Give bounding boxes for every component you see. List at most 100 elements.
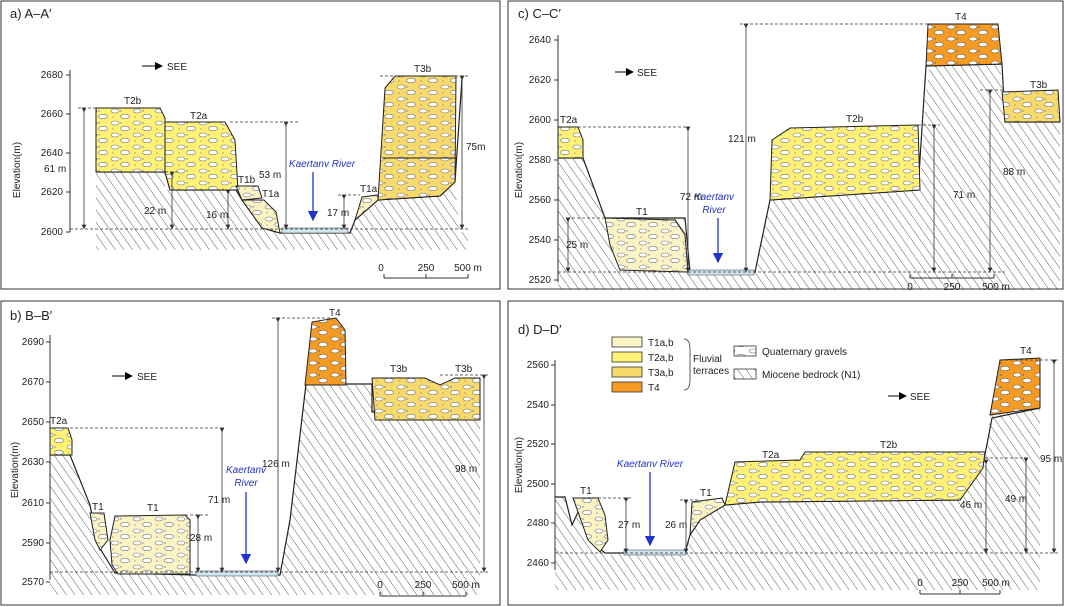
tick-2660: 2660 (41, 109, 64, 120)
river-label-line2: River (234, 478, 258, 489)
dim-26m: 26 m (665, 520, 687, 531)
scale-bar: 0 250 500 m (377, 580, 480, 597)
dim-17m: 17 m (327, 208, 349, 219)
tick-2600: 2600 (41, 227, 64, 238)
reference-lines (555, 359, 1060, 554)
terrace-t2a (164, 121, 239, 191)
tick-2570: 2570 (22, 577, 45, 588)
dim-25m: 25 m (566, 240, 588, 251)
tick-2500: 2500 (527, 479, 550, 490)
dim-46m: 46 m (960, 500, 982, 511)
scale-250: 250 (944, 282, 961, 293)
tick-2620: 2620 (529, 75, 552, 86)
dimension-lines (195, 317, 487, 573)
label-t4: T4 (955, 12, 967, 23)
river-label: Kaertanv River (617, 459, 684, 470)
label-t1-left: T1 (580, 486, 592, 497)
direction-label: SEE (167, 62, 187, 73)
tick-2600: 2600 (529, 115, 552, 126)
legend-group-line2: terraces (693, 366, 729, 377)
scale-0: 0 (378, 263, 384, 274)
river-water (195, 570, 279, 577)
terrace-t4 (925, 23, 1003, 67)
y-axis-label: Elevation(m) (514, 142, 525, 198)
label-t3b: T3b (414, 64, 432, 75)
dim-53m: 53 m (259, 170, 281, 181)
legend-brace (683, 338, 691, 391)
terrace-t1 (604, 217, 689, 273)
label-t1: T1 (147, 503, 159, 514)
tick-2630: 2630 (22, 457, 45, 468)
legend-t1: T1a,b (648, 338, 674, 349)
reference-lines (558, 23, 1005, 273)
terrace-t2 (724, 451, 986, 506)
scale-500: 500 m (982, 282, 1010, 293)
dim-71m: 71 m (208, 495, 230, 506)
dim-71m: 71 m (953, 190, 975, 201)
tick-2650: 2650 (22, 417, 45, 428)
terrace-t4 (304, 317, 347, 386)
terrace-t4 (989, 357, 1041, 416)
dimension-lines (81, 75, 465, 230)
dim-16m: 16 m (206, 210, 228, 221)
panel-frame (507, 300, 1064, 606)
legend-t3: T3a,b (648, 368, 674, 379)
bedrock (50, 385, 480, 595)
y-ticks: 2560 2540 2520 2500 2480 2460 (527, 360, 555, 569)
label-t4: T4 (329, 308, 341, 319)
label-t1b: T1b (238, 175, 256, 186)
dim-121m: 121 m (728, 134, 756, 145)
tick-2610: 2610 (22, 498, 45, 509)
terrace-t2b (95, 107, 166, 173)
scale-bar: 0 250 500 m (907, 274, 1010, 293)
scale-500: 500 m (982, 578, 1010, 589)
tick-2540: 2540 (527, 400, 550, 411)
label-t2a: T2a (50, 416, 68, 427)
river-label-line2: River (702, 205, 726, 216)
panel-title: c) C–C′ (518, 6, 561, 21)
label-t1a-left: T1a (262, 189, 280, 200)
panel-frame (0, 0, 501, 290)
legend-t2: T2a,b (648, 353, 674, 364)
scale-0: 0 (917, 578, 923, 589)
scale-0: 0 (377, 580, 383, 591)
scale-500: 500 m (454, 263, 482, 274)
scale-bar: 0 250 500 m (917, 578, 1010, 595)
dim-61m: 61 m (44, 164, 66, 175)
legend-swatch-t4 (611, 381, 643, 393)
legend-bedrock-swatch (733, 368, 757, 380)
terrace-t3b (1001, 89, 1061, 123)
dim-72m: 72 m (680, 192, 702, 203)
tick-2640: 2640 (529, 35, 552, 46)
y-axis-label: Elevation(m) (12, 142, 23, 198)
tick-2580: 2580 (529, 155, 552, 166)
label-t3b: T3b (1030, 80, 1048, 91)
label-t3b-right: T3b (455, 364, 473, 375)
direction-label: SEE (637, 68, 657, 79)
scale-0: 0 (907, 282, 913, 293)
direction-label: SEE (910, 392, 930, 403)
panel-frame (0, 300, 501, 606)
tick-2560: 2560 (527, 360, 550, 371)
legend-group-line1: Fluvial (693, 354, 722, 365)
scale-250: 250 (418, 263, 435, 274)
river-label-line1: Kaertanv (694, 192, 735, 203)
scale-bar: 0 250 500 m (378, 263, 482, 279)
river-water (623, 549, 687, 556)
legend-swatch-t2 (611, 351, 643, 363)
tick-2480: 2480 (527, 518, 550, 529)
tick-2590: 2590 (22, 538, 45, 549)
bedrock (555, 408, 1040, 590)
label-t2a: T2a (560, 115, 578, 126)
river-water (687, 269, 755, 276)
legend-swatch-t1 (611, 336, 643, 348)
terrace-t2b (769, 124, 921, 201)
dimension-lines (565, 23, 993, 273)
label-t2b: T2b (124, 96, 142, 107)
scale-250: 250 (952, 578, 969, 589)
panel-title: b) B–B′ (10, 308, 53, 323)
label-t1-small: T1 (92, 502, 104, 513)
legend: T1a,b T2a,b T3a,b T4 Fluvial terraces Qu… (611, 336, 860, 394)
dim-28m: 28 m (190, 533, 212, 544)
